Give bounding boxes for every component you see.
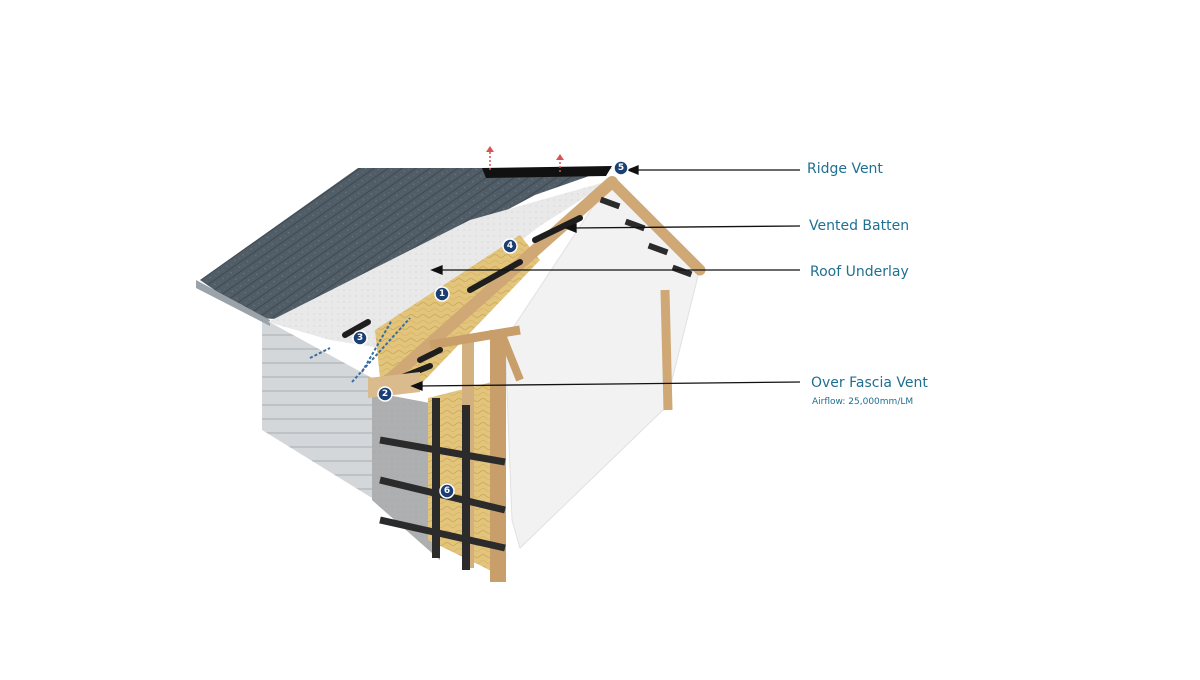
marker-4: 4 [502,238,518,254]
airflow-spec-label: Airflow: 25,000mm/LM [812,397,914,407]
vented-batten-label: Vented Batten [809,218,910,234]
roof-tiles [200,168,612,320]
marker-2-text: 2 [382,389,388,399]
marker-5: 5 [613,160,629,176]
marker-4-text: 4 [507,241,513,251]
marker-1: 1 [434,286,450,302]
wall-cladding [262,318,372,498]
ridge-vent-strip [482,166,612,178]
marker-5-text: 5 [618,163,624,173]
roof-underlay-label: Roof Underlay [810,264,909,280]
over-fascia-vent-label: Over Fascia Vent [811,375,928,391]
ridge-vent-label: Ridge Vent [807,161,883,177]
roof-underlay-membrane [268,180,612,348]
marker-3-text: 3 [357,333,363,343]
gutter [196,280,270,326]
marker-2: 2 [377,386,393,402]
marker-6: 6 [439,483,455,499]
marker-3: 3 [352,330,368,346]
marker-6-text: 6 [444,486,450,496]
marker-1-text: 1 [439,289,445,299]
fascia-board [368,372,420,398]
callout-leaders [410,165,801,391]
